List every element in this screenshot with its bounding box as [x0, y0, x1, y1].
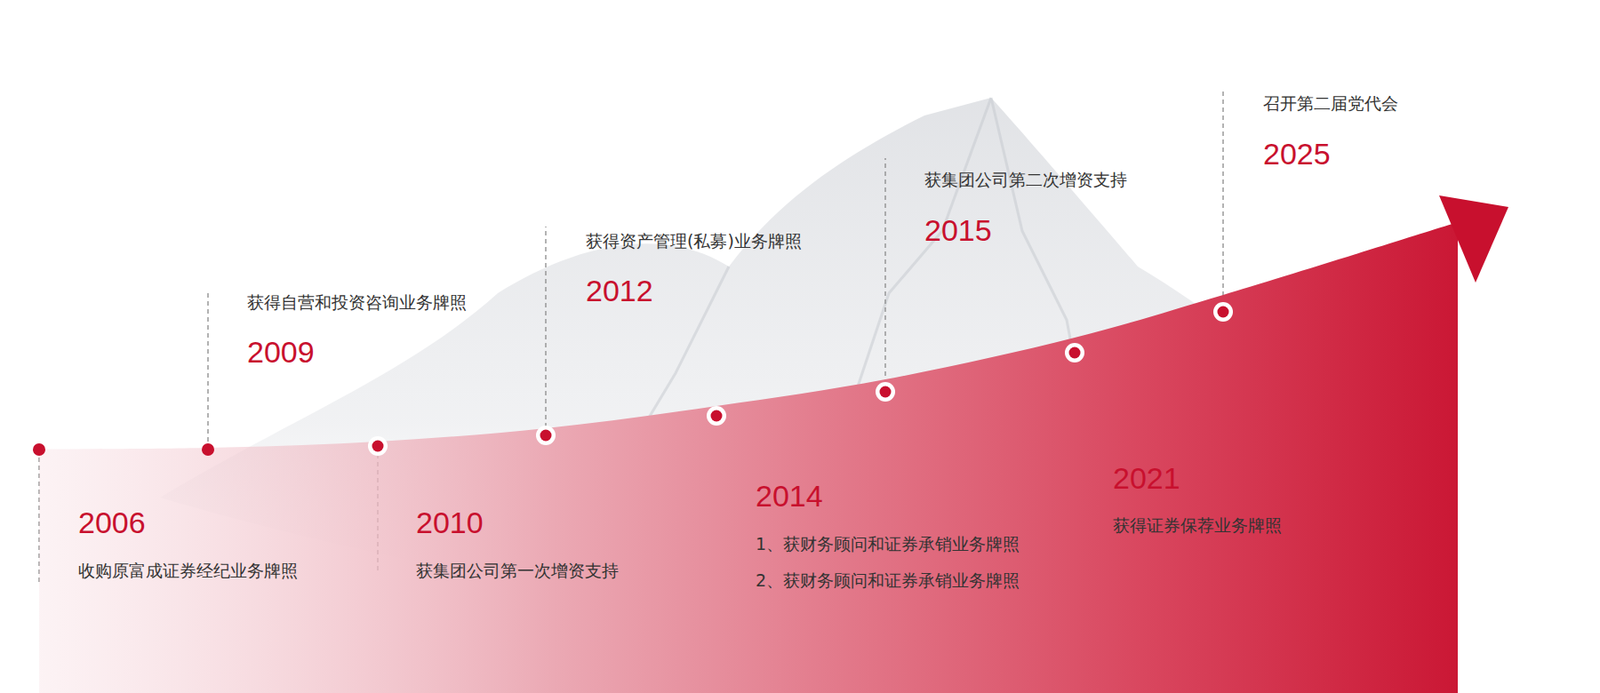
growth-arrow: [39, 195, 1509, 693]
dot-core: [540, 430, 552, 442]
dot-core: [1069, 347, 1081, 360]
leader-line: [1222, 89, 1224, 312]
dot-ring: [368, 436, 388, 456]
milestone-dot: [1064, 343, 1085, 363]
arrow-head: [1439, 195, 1509, 283]
leader-line: [207, 290, 208, 450]
dot-core: [32, 443, 46, 456]
milestone-year: 2025: [1263, 136, 1331, 172]
dot-ring: [875, 382, 896, 402]
dot-core: [711, 410, 723, 423]
milestone-year: 2009: [247, 335, 315, 370]
milestone-dot: [201, 443, 215, 456]
milestone-text: 获得自营和投资咨询业务牌照: [247, 291, 467, 315]
milestone-dot: [706, 406, 727, 426]
milestone-text: 获集团公司第一次增资支持: [416, 560, 619, 584]
milestone-dot: [875, 382, 896, 402]
dot-core: [880, 386, 892, 399]
dot-ring: [1064, 343, 1085, 363]
milestone-dot: [32, 443, 46, 456]
milestone-text: 2、获财务顾问和证券承销业务牌照: [755, 569, 1020, 593]
dot-ring: [1213, 302, 1233, 322]
milestone-text: 1、获财务顾问和证券承销业务牌照: [755, 533, 1020, 557]
milestone-text: 获得证券保荐业务牌照: [1112, 514, 1282, 538]
dot-ring: [706, 406, 727, 426]
milestone-year: 2021: [1112, 461, 1181, 496]
milestone-dot: [1213, 302, 1233, 322]
milestone-text: 收购原富成证券经纪业务牌照: [78, 560, 298, 584]
milestone-dots: [32, 302, 1233, 456]
leader-line: [544, 226, 546, 436]
dot-core: [372, 440, 384, 453]
milestone-year: 2010: [416, 505, 484, 541]
milestone-year: 2006: [78, 505, 146, 541]
milestone-dot: [368, 436, 388, 456]
dot-ring: [536, 425, 556, 446]
milestone-text: 获得资产管理(私募)业务牌照: [585, 230, 802, 254]
milestone-year: 2014: [755, 479, 824, 514]
dot-core: [201, 443, 215, 456]
milestone-dot: [536, 425, 556, 446]
dot-core: [1217, 306, 1230, 319]
leader-line: [884, 158, 886, 392]
milestone-text: 获集团公司第二次增资支持: [924, 168, 1128, 192]
arrow-band: [39, 222, 1458, 693]
milestone-year: 2012: [585, 273, 654, 309]
milestone-year: 2015: [924, 213, 992, 248]
milestone-text: 召开第二届党代会: [1263, 92, 1399, 116]
